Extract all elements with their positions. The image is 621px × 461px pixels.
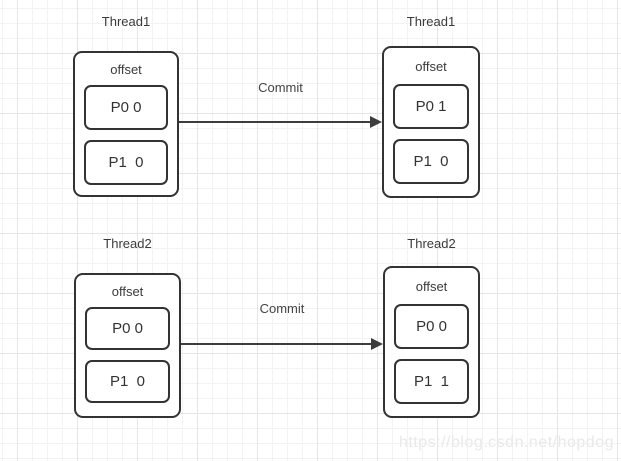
watermark: https://blog.csdn.net/hopdog xyxy=(398,434,614,451)
commit-arrow xyxy=(181,338,383,350)
offset-header: offset xyxy=(415,278,448,294)
offset-header: offset xyxy=(111,283,144,299)
node-title-thread2-target: Thread2 xyxy=(407,236,456,251)
arrowhead-icon xyxy=(370,116,382,128)
thread2-target-node: offset P0 0 P1 1 xyxy=(383,266,480,418)
thread1-source-node: offset P0 0 P1 0 xyxy=(73,51,179,197)
node-title-thread2-source: Thread2 xyxy=(103,236,152,251)
register-cell-p0: P0 0 xyxy=(85,307,170,350)
commit-arrow xyxy=(179,116,382,128)
arrowhead-icon xyxy=(371,338,383,350)
offset-header: offset xyxy=(110,61,142,77)
register-cell-p1: P1 0 xyxy=(85,360,170,403)
register-cell-p0: P0 0 xyxy=(394,304,469,349)
node-title-thread1-source: Thread1 xyxy=(101,14,151,29)
register-cell-p1: P1 0 xyxy=(84,140,168,185)
commit-label: Commit xyxy=(259,301,305,316)
register-cell-p1: P1 0 xyxy=(393,139,469,184)
thread2-source-node: offset P0 0 P1 0 xyxy=(74,273,181,418)
commit-label: Commit xyxy=(258,80,303,95)
offset-header: offset xyxy=(415,58,447,74)
register-cell-p0: P0 0 xyxy=(84,85,168,130)
node-title-thread1-target: Thread1 xyxy=(406,14,456,29)
register-cell-p1: P1 1 xyxy=(394,359,469,404)
thread1-target-node: offset P0 1 P1 0 xyxy=(382,46,480,198)
register-cell-p0: P0 1 xyxy=(393,84,469,129)
